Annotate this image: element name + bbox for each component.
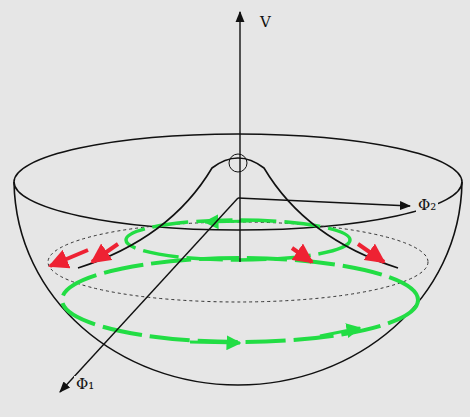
green-arrow xyxy=(320,328,360,336)
red-arrow xyxy=(358,244,384,262)
green-arrow xyxy=(190,342,240,343)
vacuum-circle xyxy=(62,258,418,342)
green-arrow xyxy=(205,221,250,222)
red-arrow xyxy=(292,248,312,262)
v-axis xyxy=(239,12,240,262)
bowl-rim xyxy=(14,134,462,230)
dashed-level xyxy=(48,222,428,302)
phi1-axis-label: Φ₁ xyxy=(74,376,96,393)
v-axis-label: V xyxy=(258,14,273,31)
hat-outline xyxy=(78,158,398,268)
hat-top xyxy=(229,154,247,172)
phi1-axis xyxy=(60,198,238,392)
phi2-axis xyxy=(238,198,410,206)
red-arrow xyxy=(92,244,118,262)
bowl-outline xyxy=(14,182,462,385)
phi2-axis-label: Φ₂ xyxy=(416,197,438,214)
red-arrow xyxy=(50,250,88,266)
